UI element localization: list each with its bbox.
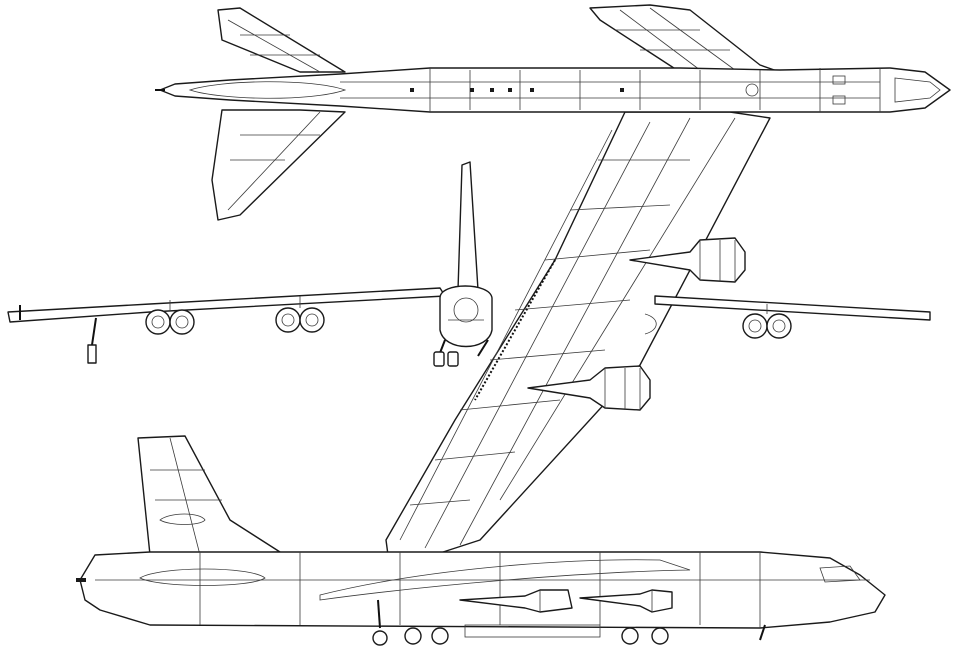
top-view-tailplane [211,7,346,221]
side-view-fuselage [79,551,886,629]
top-view-lower-wing [385,111,771,556]
front-view-right-wing [654,295,931,321]
front-view-landing-gear [19,305,489,367]
top-view-fuselage [155,67,951,113]
side-view-engine-pods [459,589,673,613]
side-view-landing-gear [372,599,766,646]
front-view-fin [457,161,479,291]
side-view-fin [137,435,281,556]
front-view-left-wing [7,287,446,323]
front-view-engine-nacelles [145,296,792,339]
front-view-fuselage [439,285,493,348]
top-view-engine-pod-outer [527,365,651,411]
top-view-engine-pod-inner [629,237,746,283]
top-view-upper-wing [589,4,781,73]
front-view [7,161,931,367]
side-view [76,435,886,646]
top-view [155,4,951,556]
